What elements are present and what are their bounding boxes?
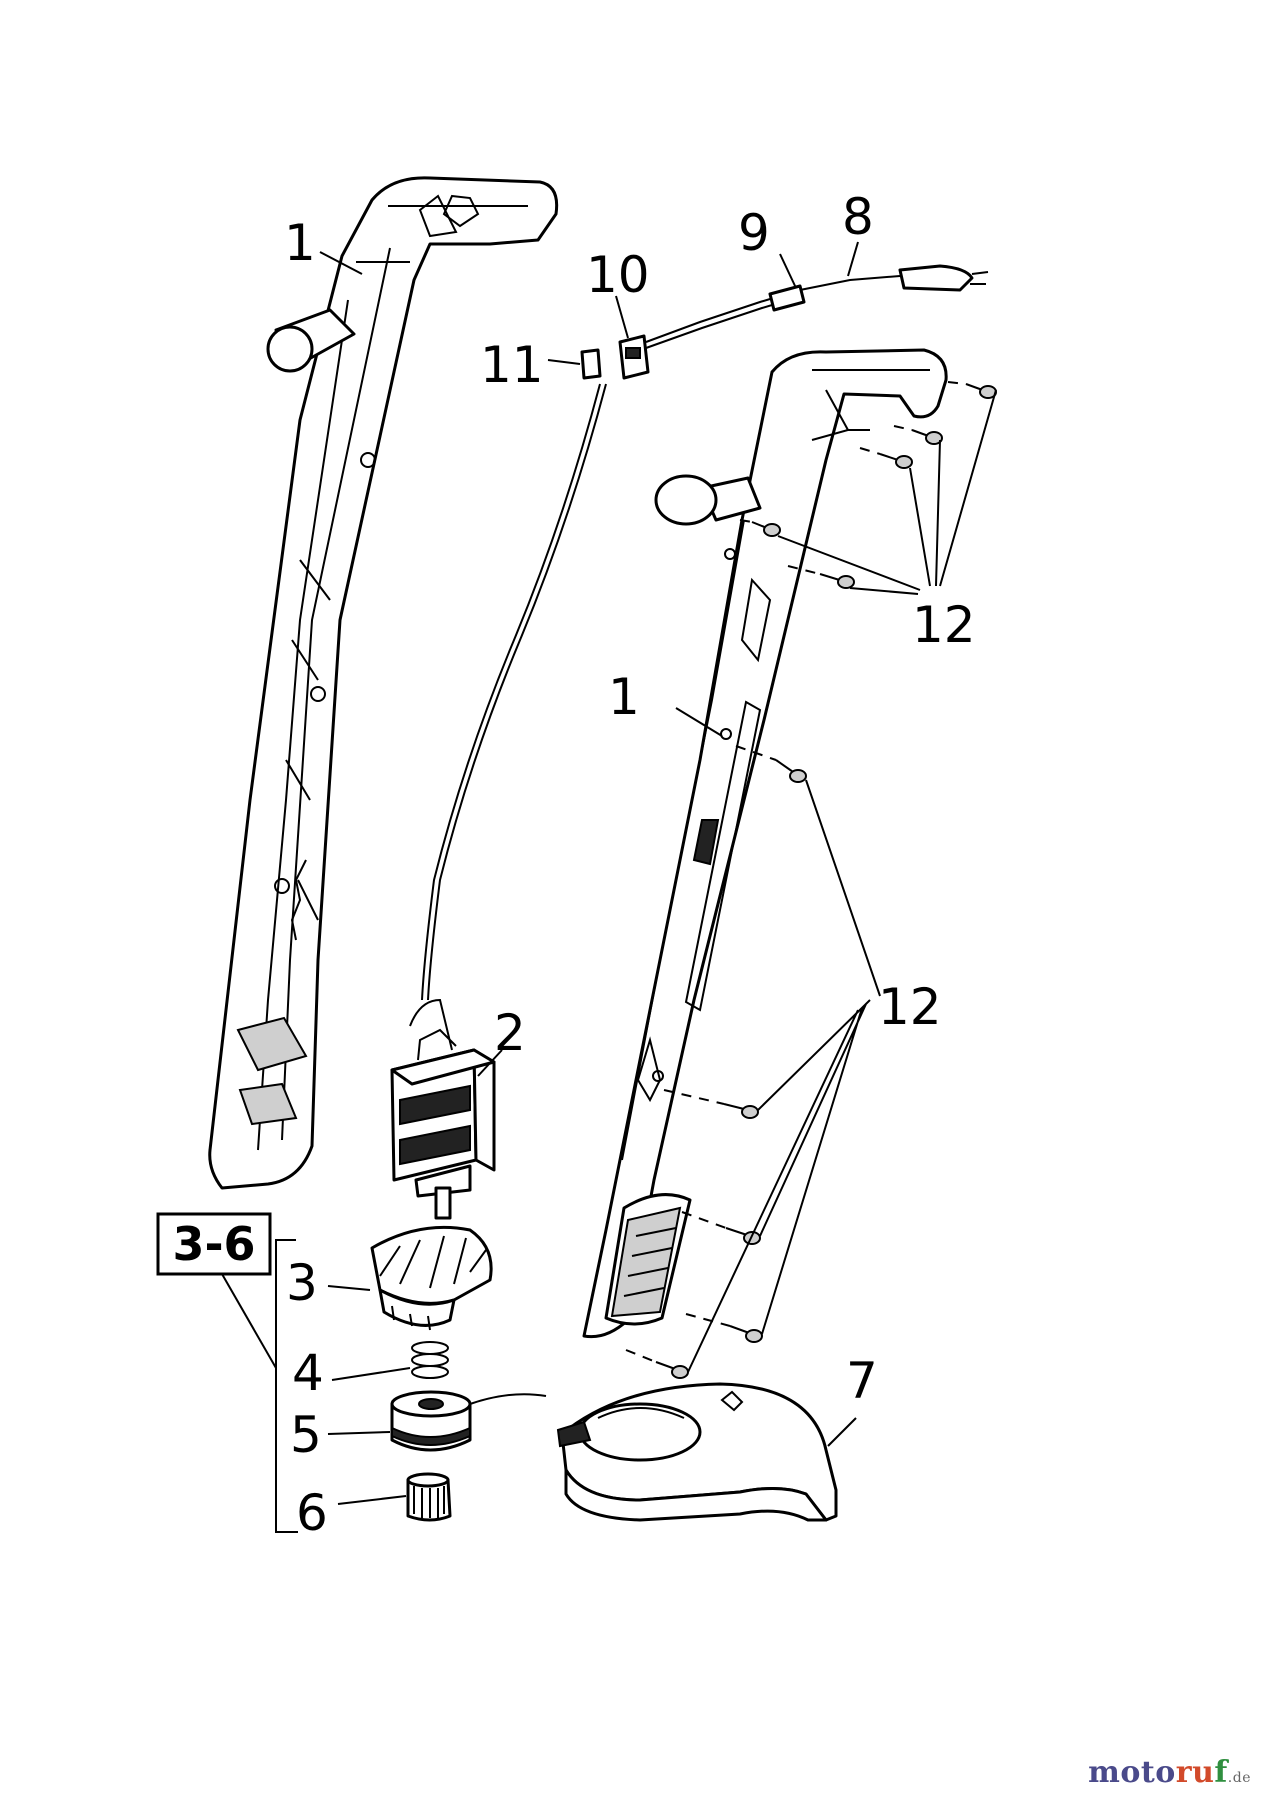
fan-wheel <box>370 1225 493 1331</box>
label-part-7: 7 <box>846 1352 878 1410</box>
callout-4: 4 <box>292 1344 411 1402</box>
callout-5: 5 <box>290 1406 391 1464</box>
grass-guard <box>556 1382 838 1522</box>
label-part-2: 2 <box>494 1004 526 1062</box>
label-part-10: 10 <box>586 246 650 304</box>
label-part-8: 8 <box>842 188 874 246</box>
power-cable <box>645 264 989 349</box>
watermark-logo: motoruf.de <box>1088 1755 1251 1790</box>
screw <box>723 1103 759 1119</box>
callout-3: 3 <box>286 1254 371 1312</box>
callout-1-right: 1 <box>608 668 723 737</box>
callout-10: 10 <box>586 246 650 339</box>
screw <box>775 759 807 783</box>
logo-domain: .de <box>1227 1770 1251 1786</box>
screw-group-lower <box>625 745 881 1379</box>
callout-2: 2 <box>477 1004 526 1077</box>
callout-9: 9 <box>738 204 797 289</box>
screw <box>751 521 781 537</box>
spring <box>411 1341 449 1379</box>
screw <box>819 573 855 589</box>
right-handle-housing <box>582 348 948 1339</box>
label-part-12-upper: 12 <box>912 596 976 654</box>
callout-8: 8 <box>842 188 874 277</box>
screw <box>655 1361 689 1379</box>
label-part-9: 9 <box>738 204 770 262</box>
callout-1-left: 1 <box>284 214 363 275</box>
label-part-12-lower: 12 <box>878 978 942 1036</box>
label-part-11: 11 <box>480 336 544 394</box>
screw <box>879 453 913 469</box>
internal-wire <box>427 383 607 1001</box>
logo-part-moto: moto <box>1088 1755 1176 1790</box>
label-part-5: 5 <box>290 1406 322 1464</box>
label-part-1-right: 1 <box>608 668 640 726</box>
logo-part-ru: ru <box>1175 1755 1215 1790</box>
callout-7: 7 <box>827 1352 878 1447</box>
screw <box>965 383 997 399</box>
screw <box>911 429 943 445</box>
logo-part-f: f <box>1214 1755 1228 1790</box>
group-3-6: 3-6 <box>156 1212 298 1533</box>
screw-group-upper <box>739 381 997 595</box>
screw <box>729 1325 763 1343</box>
callout-11: 11 <box>480 336 581 394</box>
label-part-6: 6 <box>296 1484 328 1542</box>
motor <box>390 998 496 1220</box>
switch-button <box>580 348 602 380</box>
screw <box>725 1227 761 1245</box>
callout-12-upper: 12 <box>912 596 976 654</box>
callout-6: 6 <box>296 1484 407 1542</box>
callout-12-lower: 12 <box>878 978 942 1036</box>
label-part-3: 3 <box>286 1254 318 1312</box>
group-box-label: 3-6 <box>172 1217 255 1271</box>
label-part-4: 4 <box>292 1344 324 1402</box>
spool-cap <box>406 1472 452 1522</box>
switch <box>618 334 650 380</box>
line-spool <box>390 1390 547 1452</box>
label-part-1-left: 1 <box>284 214 316 272</box>
left-handle-housing <box>208 176 559 1190</box>
